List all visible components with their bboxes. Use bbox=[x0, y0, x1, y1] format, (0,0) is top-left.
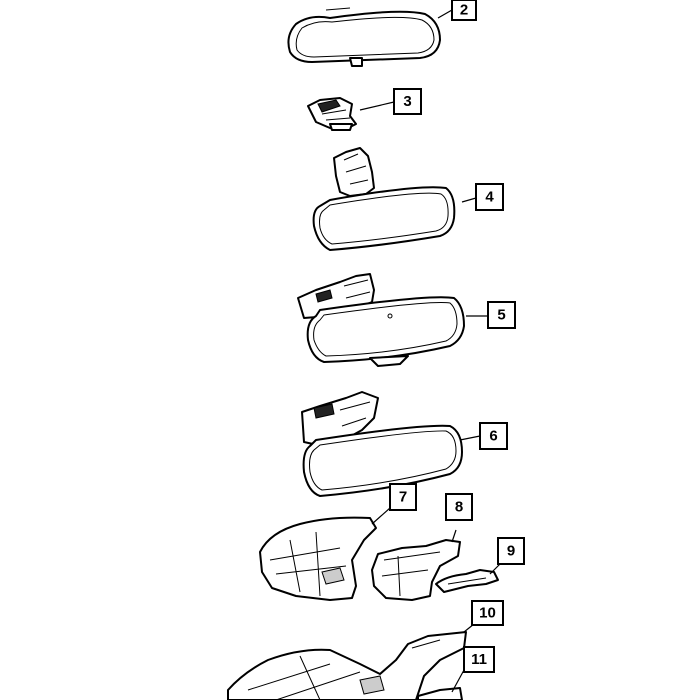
part-2-mirror bbox=[287, 7, 441, 67]
callout-10: 10 bbox=[471, 600, 504, 626]
callout-8: 8 bbox=[445, 493, 473, 521]
svg-text:8: 8 bbox=[455, 499, 463, 516]
part-11-trim bbox=[417, 687, 463, 700]
svg-text:4: 4 bbox=[485, 189, 494, 206]
callout-6: 6 bbox=[479, 422, 508, 450]
part-6-mirror bbox=[301, 391, 463, 497]
callout-4: 4 bbox=[475, 183, 504, 211]
callout-7: 7 bbox=[389, 483, 417, 511]
callout-11: 11 bbox=[463, 646, 495, 673]
callout-2: 2 bbox=[451, 0, 477, 21]
svg-text:6: 6 bbox=[489, 428, 497, 445]
part-3-mount bbox=[307, 97, 357, 131]
svg-text:5: 5 bbox=[497, 307, 505, 324]
svg-text:11: 11 bbox=[471, 651, 487, 668]
part-8-cover bbox=[371, 539, 461, 601]
part-9-clip bbox=[435, 569, 499, 593]
callout-5: 5 bbox=[487, 301, 516, 329]
part-4-mirror bbox=[312, 147, 456, 251]
leader-lines bbox=[359, 9, 501, 693]
callout-9: 9 bbox=[497, 537, 525, 565]
svg-text:3: 3 bbox=[403, 93, 411, 110]
part-5-mirror bbox=[297, 273, 465, 367]
part-10-trim bbox=[227, 631, 467, 700]
svg-text:2: 2 bbox=[460, 2, 468, 19]
part-7-cover bbox=[259, 516, 377, 601]
svg-text:9: 9 bbox=[507, 543, 515, 560]
svg-text:7: 7 bbox=[399, 489, 407, 506]
callout-3: 3 bbox=[393, 88, 422, 115]
svg-text:10: 10 bbox=[479, 605, 496, 622]
